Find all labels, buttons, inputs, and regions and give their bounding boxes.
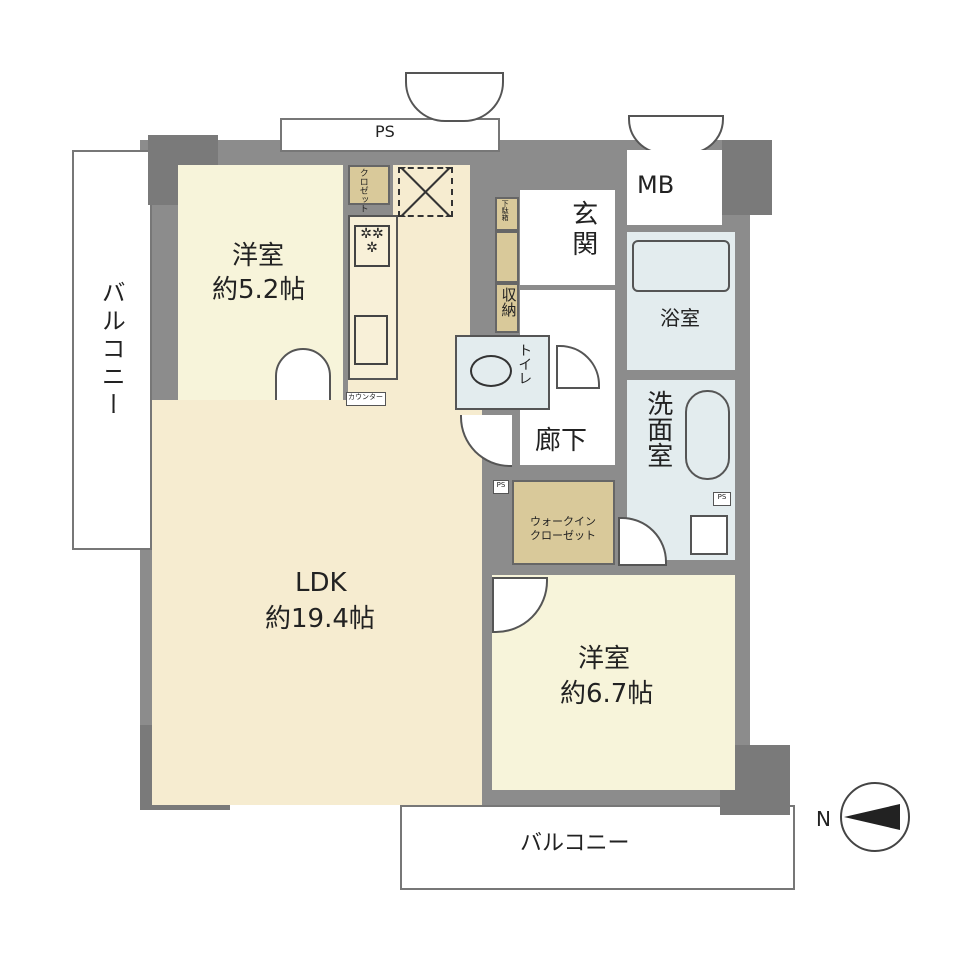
ps-small-1: PS (493, 480, 509, 494)
closet (348, 165, 390, 205)
hood-icon (398, 167, 453, 217)
sink-icon (354, 315, 388, 365)
toilet-icon (470, 355, 512, 387)
room1-door[interactable] (275, 348, 331, 404)
washroom-label: 洗面室 (642, 390, 673, 468)
storage (495, 283, 519, 333)
western-room-2-name: 洋室 (578, 644, 631, 674)
ps-top (280, 118, 500, 152)
storage-label: 収納 (499, 287, 518, 317)
washing-machine-pan (690, 515, 728, 555)
mb-label: MB (637, 171, 675, 199)
balcony-bottom-label: バルコニー (520, 831, 630, 856)
shoe-box (495, 197, 519, 231)
compass-north-label: N (816, 807, 831, 831)
balcony-left-label: バルコニー (97, 280, 126, 420)
stove-icon: ✲✲✲ (354, 225, 390, 267)
storage-mid (495, 231, 519, 283)
western-room-1-name: 洋室 (232, 241, 285, 271)
western-room-1-size: 約5.2帖 (212, 275, 306, 305)
counter (346, 392, 386, 406)
pillar (722, 140, 772, 215)
toilet-label: トイレ (516, 343, 533, 385)
kitchen-wall (348, 205, 393, 215)
bathtub-icon (632, 240, 730, 292)
bathroom-label: 浴室 (660, 306, 700, 330)
compass-icon (840, 782, 910, 852)
entrance-label: 玄関 (567, 200, 598, 260)
hallway-label: 廊下 (535, 426, 588, 456)
western-room-2-size: 約6.7帖 (560, 679, 654, 709)
counter-label: カウンター (348, 393, 383, 401)
entrance (520, 190, 615, 285)
shoe-box-label: 下駄箱 (501, 200, 510, 221)
closet-label: クロゼット (357, 168, 368, 213)
balcony-left (72, 150, 152, 550)
ldk-size: 約19.4帖 (265, 604, 375, 634)
washbasin-icon (685, 390, 730, 480)
mb (627, 150, 722, 225)
bathroom (627, 232, 735, 370)
ldk (152, 400, 482, 805)
walk-in-closet (512, 480, 615, 565)
ldk-name: LDK (295, 568, 347, 598)
walk-in-closet-label: ウォークイン クローゼット (530, 515, 596, 543)
balcony-bottom (400, 805, 795, 890)
ps-top-label: PS (375, 122, 395, 141)
entry-door[interactable] (405, 72, 504, 122)
ps-small-2: PS (713, 492, 731, 506)
